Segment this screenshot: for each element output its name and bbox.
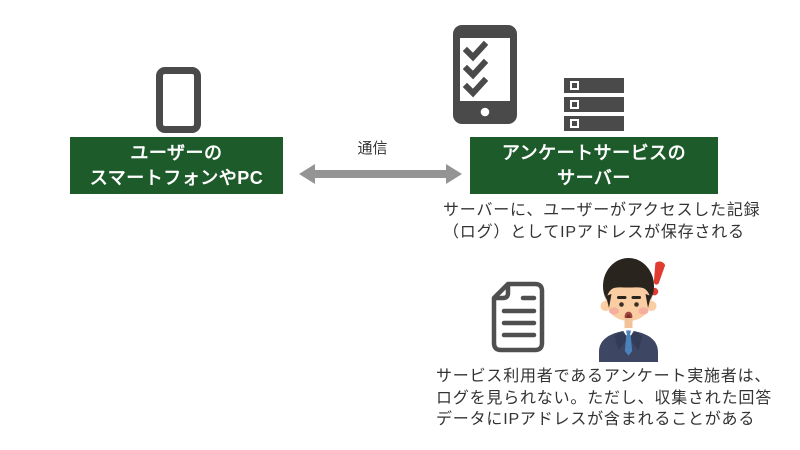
checkmark-icon bbox=[462, 58, 489, 80]
log-document-icon bbox=[490, 280, 546, 354]
server-unit bbox=[564, 116, 624, 131]
user-device-box: ユーザーの スマートフォンやPC bbox=[70, 137, 283, 194]
server-unit bbox=[564, 97, 624, 112]
note-line: データにIPアドレスが含まれることがある bbox=[436, 411, 756, 428]
note-line: サーバーに、ユーザーがアクセスした記録 bbox=[443, 202, 761, 219]
checkmark-icon bbox=[462, 40, 489, 62]
note-line: ログを見られない。ただし、収集された回答 bbox=[436, 389, 773, 407]
log-access-note: サービス利用者であるアンケート実施者は、 ログを見られない。ただし、収集された回… bbox=[436, 366, 772, 431]
checkmark-icon bbox=[462, 76, 489, 98]
user-device-label-line1: ユーザーの bbox=[130, 142, 223, 163]
note-line: サービス利用者であるアンケート実施者は、 bbox=[436, 368, 772, 385]
user-device-label-line2: スマートフォンやPC bbox=[89, 167, 264, 188]
server-label-line1: アンケートサービスの bbox=[501, 142, 687, 163]
surprised-businessman-illustration bbox=[598, 256, 676, 362]
smartphone-icon bbox=[156, 67, 201, 133]
server-rack-icon bbox=[564, 78, 624, 135]
communication-label: 通信 bbox=[357, 140, 388, 157]
server-unit bbox=[564, 78, 624, 93]
home-button-icon bbox=[480, 107, 490, 117]
server-led-icon bbox=[570, 100, 579, 109]
server-log-note: サーバーに、ユーザーがアクセスした記録 （ログ）としてIPアドレスが保存される bbox=[443, 200, 760, 243]
server-led-icon bbox=[570, 81, 579, 90]
note-line: （ログ）としてIPアドレスが保存される bbox=[443, 223, 745, 241]
double-arrow-icon bbox=[299, 161, 462, 187]
server-label-line2: サーバー bbox=[557, 167, 631, 188]
server-box: アンケートサービスの サーバー bbox=[470, 137, 718, 194]
survey-smartphone-icon bbox=[453, 25, 517, 124]
server-led-icon bbox=[570, 119, 579, 128]
